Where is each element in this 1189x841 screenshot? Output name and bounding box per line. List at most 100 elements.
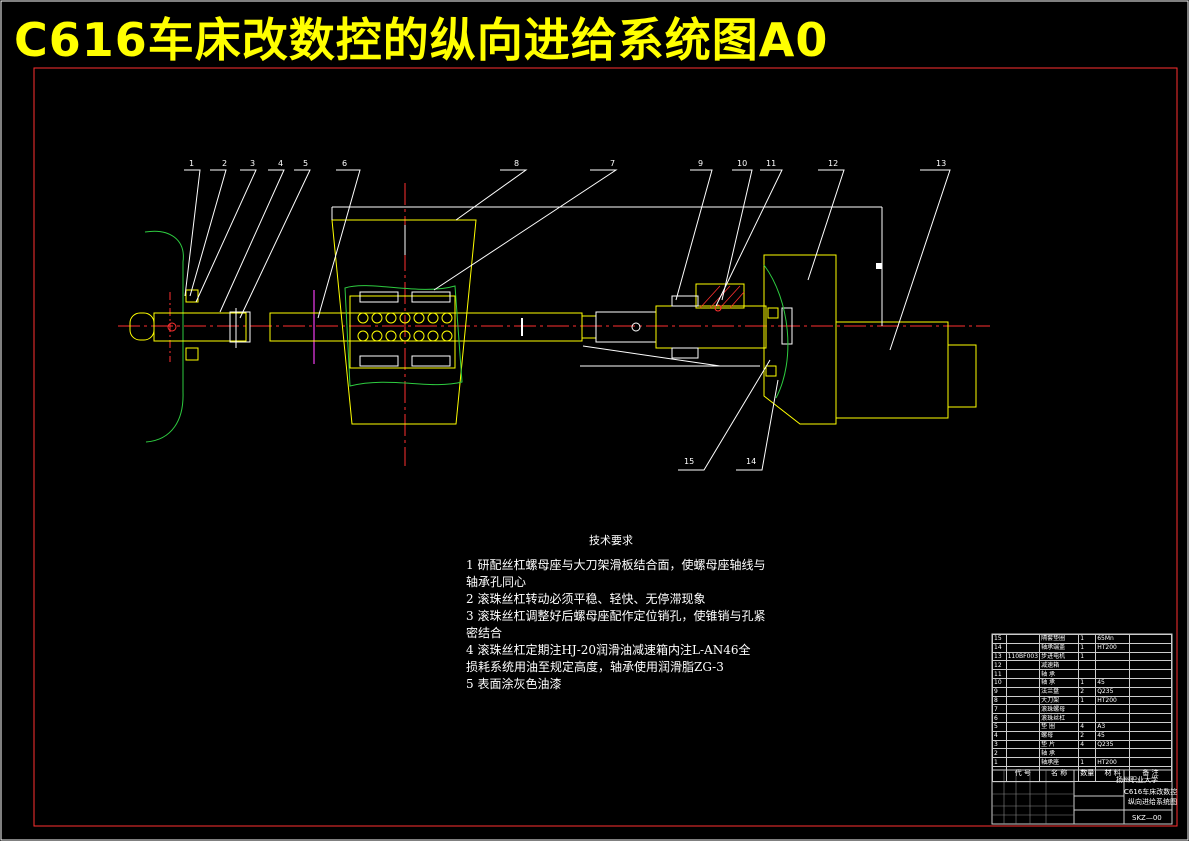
bom-cell-code	[1005, 757, 1041, 767]
tech-item: 4 滚珠丝杠定期注HJ-20润滑油减速箱内注L-AN46全 损耗系统用油至规定高…	[466, 643, 751, 674]
bom-cell-note	[1128, 739, 1173, 750]
bom-cell-no: 2	[992, 748, 1007, 759]
bom-cell-name: 轴 承	[1039, 677, 1080, 688]
bom-cell-note	[1128, 748, 1173, 759]
bom-cell-material: 65Mn	[1095, 634, 1130, 644]
bom-header-cell: 备 注	[1128, 765, 1173, 782]
inner-frame	[33, 67, 1178, 827]
tech-item: 5 表面涂灰色油漆	[466, 677, 562, 691]
bom-cell-name: 滚珠螺母	[1039, 704, 1080, 715]
callout-2: 2	[222, 159, 227, 168]
bom-cell-no: 14	[992, 642, 1007, 653]
callout-10: 10	[737, 159, 747, 168]
callout-9: 9	[698, 159, 703, 168]
bom-row: 2 轴 承	[992, 748, 1173, 759]
bom-cell-name: 轴承座	[1039, 757, 1080, 767]
callout-6: 6	[342, 159, 347, 168]
carriage	[331, 219, 477, 425]
callout-5: 5	[303, 159, 308, 168]
bom-cell-note	[1128, 642, 1173, 653]
bom-cell-qty: 1	[1078, 651, 1097, 662]
drawing-name-line2: 纵向进给系统图	[1128, 798, 1177, 806]
bom-cell-qty: 4	[1078, 739, 1097, 750]
drawing-name-line1: C616车床改数控	[1124, 788, 1178, 796]
stepper-motor	[835, 321, 949, 419]
bom-cell-no: 12	[992, 660, 1007, 671]
bom-cell-qty: 1	[1078, 642, 1097, 653]
bom-cell-name: 轴 承	[1039, 669, 1080, 679]
drawing-title: C616车床改数控的纵向进给系统图A0	[14, 13, 829, 67]
bom-cell-code	[1005, 713, 1041, 723]
bom-cell-name: 隔套垫圈	[1039, 634, 1080, 644]
bom-header-row: 代 号名 称数量材 料备 注	[992, 765, 1173, 782]
bom-cell-code	[1005, 730, 1041, 741]
bom-cell-no: 11	[992, 669, 1007, 679]
bom-cell-qty	[1078, 704, 1097, 715]
bom-cell-name: 螺母	[1039, 730, 1080, 741]
bom-cell-code	[1005, 721, 1041, 732]
bom-header-blank	[992, 765, 1007, 782]
bom-cell-qty: 4	[1078, 721, 1097, 732]
bom-cell-no: 1	[992, 757, 1007, 767]
bom-cell-no: 5	[992, 721, 1007, 732]
callout-1: 1	[189, 159, 194, 168]
bom-cell-name: 法兰盘	[1039, 686, 1080, 697]
bom-cell-no: 15	[992, 634, 1007, 644]
bom-cell-name: 减速箱	[1039, 660, 1080, 671]
bom-cell-material: A3	[1095, 721, 1130, 732]
bom-cell-no: 6	[992, 713, 1007, 723]
bom-cell-note	[1128, 721, 1173, 732]
bom-cell-note	[1128, 757, 1173, 767]
ball-nut	[349, 295, 456, 369]
bom-cell-code	[1005, 677, 1041, 688]
bom-cell-note	[1128, 677, 1173, 688]
bom-cell-code: 110BF003	[1005, 651, 1041, 662]
bom-cell-qty: 1	[1078, 634, 1097, 644]
drawing-code: SKZ—00	[1132, 814, 1162, 822]
bom-cell-name: 大刀架	[1039, 695, 1080, 706]
bom-header-cell: 名 称	[1039, 765, 1080, 782]
bom-cell-note	[1128, 695, 1173, 706]
bom-cell-material: HT200	[1095, 695, 1130, 706]
bom-cell-code	[1005, 695, 1041, 706]
bom-cell-code	[1005, 642, 1041, 653]
bom-cell-name: 轴 承	[1039, 748, 1080, 759]
school-name: 扬州职业大学	[1116, 776, 1158, 784]
bom-cell-name: 步进电机	[1039, 651, 1080, 662]
callout-15: 15	[684, 457, 694, 466]
bom-cell-material	[1095, 748, 1130, 759]
callout-11: 11	[766, 159, 776, 168]
bom-cell-qty: 1	[1078, 757, 1097, 767]
callout-labels: 1 2 3 4 5 6 8 7 9 10 11 12 13 15 14	[189, 159, 946, 466]
bom-cell-code	[1005, 634, 1041, 644]
bom-cell-material: HT200	[1095, 642, 1130, 653]
bom-cell-code	[1005, 669, 1041, 679]
technical-requirements: 技术要求 1 研配丝杠螺母座与大刀架滑板结合面，使螺母座轴线与轴承孔同心 2 滚…	[466, 532, 766, 693]
callout-4: 4	[278, 159, 283, 168]
tech-heading: 技术要求	[589, 534, 633, 547]
bom-cell-no: 10	[992, 677, 1007, 688]
bom-cell-qty	[1078, 660, 1097, 671]
bom-cell-material: Q235	[1095, 739, 1130, 750]
bom-cell-note	[1128, 713, 1173, 723]
callout-8: 8	[514, 159, 519, 168]
bom-cell-code	[1005, 704, 1041, 715]
bom-cell-qty	[1078, 669, 1097, 679]
reduction-gearbox	[763, 254, 837, 425]
callout-14: 14	[746, 457, 756, 466]
ball-nut-balls	[357, 312, 453, 342]
callout-3: 3	[250, 159, 255, 168]
bom-cell-material: 45	[1095, 677, 1130, 688]
bom-cell-code	[1005, 686, 1041, 697]
callout-7: 7	[610, 159, 615, 168]
